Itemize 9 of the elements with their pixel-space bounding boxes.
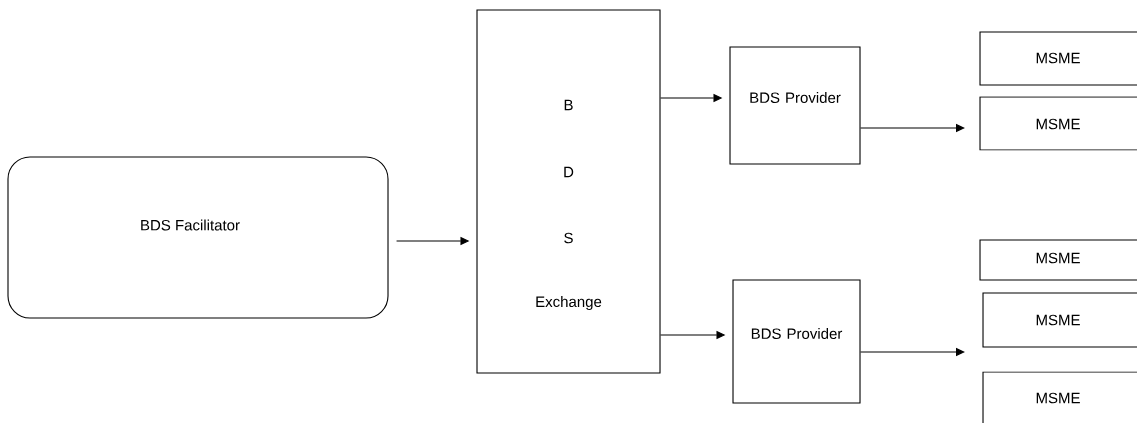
process-box: MSME: [979, 31, 1137, 86]
process-box: BDS Provider: [729, 46, 861, 165]
process-box: MSME: [979, 239, 1137, 281]
rounded-box: BDS Facilitator: [7, 156, 389, 319]
exchange-box: B D S Exchange: [476, 9, 661, 374]
process-box: MSME: [982, 371, 1137, 423]
process-box: MSME: [982, 292, 1137, 348]
process-box: MSME: [979, 96, 1137, 151]
process-box: BDS Provider: [732, 279, 861, 404]
